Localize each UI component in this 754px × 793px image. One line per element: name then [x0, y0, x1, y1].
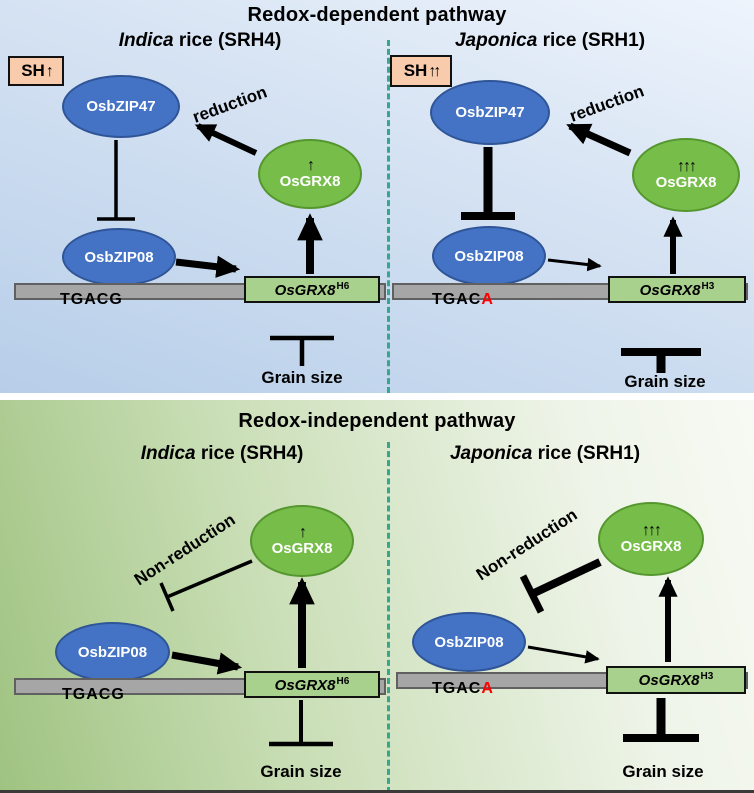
osgrx8-label: OsGRX8	[279, 172, 341, 190]
cis-element-motif: TGACG	[60, 291, 123, 309]
motif-red: A	[481, 291, 494, 308]
panel-divider	[387, 40, 390, 393]
subtitle-japonica: Japonica rice (SRH1)	[410, 30, 690, 52]
redox-dependent-panel: Redox-dependent pathway Indica rice (SRH…	[0, 0, 754, 393]
osgrx8-gene-box: OsGRX8H6	[244, 671, 380, 698]
motif-black: TGACG	[60, 291, 123, 308]
osgrx8-ellipse: ↑ OsGRX8	[250, 505, 354, 577]
reduction-label: reduction	[190, 82, 270, 127]
redox-independent-panel: Redox-independent pathway Indica rice (S…	[0, 400, 754, 793]
genus-label: Japonica	[454, 30, 538, 51]
subtitle-rest: rice (SRH1)	[532, 443, 641, 464]
arrows-layer	[97, 122, 701, 373]
up-arrows-icon: ↑↑↑	[642, 521, 662, 539]
osgrx8-label: OsGRX8	[655, 173, 717, 191]
sh-level-indicator: SH↑	[8, 56, 64, 86]
binding-arrow	[175, 255, 241, 278]
osgrx8-label: OsGRX8	[620, 537, 682, 555]
osbzip08-label: OsbZIP08	[454, 247, 524, 265]
panel-title: Redox-independent pathway	[238, 410, 516, 432]
osgrx8-ellipse: ↑↑↑ OsGRX8	[632, 138, 740, 212]
sh-label: SH	[21, 61, 45, 80]
subtitle-indica: Indica rice (SRH4)	[82, 443, 362, 465]
panel-divider	[387, 442, 390, 790]
osgrx8-gene-box: OsGRX8H6	[244, 276, 380, 303]
genus-label: Japonica	[449, 443, 533, 464]
gene-haplotype: H6	[336, 675, 350, 687]
non-reduction-inhibition-line	[530, 558, 602, 598]
grain-size-label: Grain size	[260, 762, 342, 781]
grain-size-label: Grain size	[261, 368, 343, 387]
osbzip08-ellipse: OsbZIP08	[55, 622, 170, 682]
cis-element-motif: TGACA	[432, 680, 494, 698]
reduction-arrow	[194, 123, 258, 156]
gene-haplotype: H3	[700, 671, 714, 682]
motif-black: TGAC	[432, 291, 482, 308]
gene-name: OsGRX8	[639, 281, 701, 299]
panel-title: Redox-dependent pathway	[247, 4, 507, 26]
motif-black: TGAC	[432, 680, 482, 697]
osbzip08-ellipse: OsbZIP08	[432, 226, 546, 286]
subtitle-japonica: Japonica rice (SRH1)	[405, 443, 685, 465]
osbzip08-label: OsbZIP08	[77, 643, 148, 661]
osgrx8-gene-box: OsGRX8H3	[608, 276, 746, 303]
cis-element-motif: TGACG	[62, 686, 125, 704]
grain-size-label: Grain size	[624, 372, 706, 391]
binding-arrow	[547, 257, 602, 272]
gene-name: OsGRX8	[274, 281, 336, 299]
up-arrows-icon: ↑↑↑	[677, 157, 697, 175]
gene-haplotype: H6	[336, 280, 350, 292]
sh-level-indicator: SH↑↑	[390, 55, 452, 87]
non-reduction-label: Non-reduction	[130, 509, 239, 590]
reduction-label: reduction	[567, 81, 647, 126]
grain-size-label: Grain size	[622, 762, 704, 781]
subtitle-indica: Indica rice (SRH4)	[60, 30, 340, 52]
osbzip47-label: OsbZIP47	[86, 98, 156, 115]
non-reduction-inhibition-line	[166, 559, 253, 599]
osbzip47-ellipse: OsbZIP47	[62, 75, 180, 138]
subtitle-rest: rice (SRH1)	[537, 30, 646, 51]
non-reduction-inhibition-bar	[519, 574, 545, 614]
subtitle-rest: rice (SRH4)	[195, 443, 304, 464]
motif-black: TGACG	[62, 686, 125, 703]
up-arrows-icon: ↑	[307, 156, 315, 174]
osgrx8-ellipse: ↑ OsGRX8	[258, 139, 362, 209]
binding-arrow	[527, 645, 600, 664]
genus-label: Indica	[118, 30, 174, 51]
osbzip08-ellipse: OsbZIP08	[412, 612, 526, 672]
osgrx8-label: OsGRX8	[271, 539, 333, 557]
non-reduction-inhibition-bar	[159, 582, 175, 612]
binding-arrow	[171, 651, 243, 675]
up-arrows-icon: ↑	[299, 523, 307, 541]
reduction-arrow	[566, 122, 632, 157]
osgrx8-ellipse: ↑↑↑ OsGRX8	[598, 502, 704, 576]
osbzip47-ellipse: OsbZIP47	[430, 80, 550, 145]
osbzip08-label: OsbZIP08	[84, 248, 154, 266]
osbzip08-label: OsbZIP08	[434, 633, 504, 651]
genus-label: Indica	[140, 443, 196, 464]
gene-name: OsGRX8	[274, 676, 336, 694]
sh-up-arrows-icon: ↑↑	[428, 63, 441, 80]
osbzip08-ellipse: OsbZIP08	[62, 228, 176, 286]
sh-up-arrow-icon: ↑	[45, 63, 54, 80]
subtitle-rest: rice (SRH4)	[173, 30, 282, 51]
gene-haplotype: H3	[701, 280, 715, 292]
osgrx8-gene-box: OsGRX8H3	[606, 666, 746, 694]
non-reduction-label: Non-reduction	[472, 504, 581, 585]
motif-red: A	[481, 680, 494, 697]
gene-name: OsGRX8	[638, 672, 700, 689]
osbzip47-label: OsbZIP47	[455, 104, 525, 121]
cis-element-motif: TGACA	[432, 291, 494, 309]
sh-label: SH	[403, 61, 428, 80]
